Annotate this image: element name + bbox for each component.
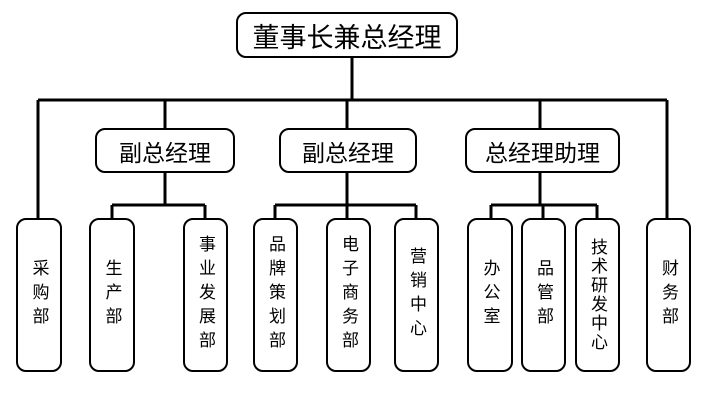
deputy-gm-box-1: 副总经理: [95, 128, 235, 173]
chairman-gm-label: 董事长兼总经理: [252, 22, 442, 54]
dept-office-label: 办公室: [479, 259, 500, 331]
dept-ecommerce-label: 电子商务部: [338, 235, 358, 355]
dept-purchasing: 采购部: [16, 218, 62, 372]
deputy-gm-label-2: 副总经理: [302, 140, 394, 167]
dept-office: 办公室: [467, 218, 513, 372]
dept-quality-control: 品管部: [521, 218, 566, 372]
dept-marketing-center-label: 营销中心: [406, 247, 426, 343]
chairman-gm-box: 董事长兼总经理: [236, 12, 458, 58]
deputy-gm-label-1: 副总经理: [119, 140, 211, 167]
gm-assistant-box: 总经理助理: [465, 128, 620, 173]
dept-purchasing-label: 采购部: [28, 259, 49, 331]
deputy-gm-box-2: 副总经理: [279, 128, 417, 173]
dept-brand-planning: 品牌策划部: [253, 218, 298, 372]
dept-finance-label: 财务部: [658, 259, 678, 331]
dept-marketing-center: 营销中心: [394, 218, 439, 372]
dept-business-development-label: 事业发展部: [195, 235, 215, 355]
dept-business-development: 事业发展部: [183, 218, 228, 372]
dept-quality-control-label: 品管部: [533, 259, 553, 331]
dept-rnd-center-label: 技术研发中心: [587, 238, 607, 352]
dept-brand-planning-label: 品牌策划部: [265, 235, 285, 355]
dept-ecommerce: 电子商务部: [326, 218, 371, 372]
dept-rnd-center: 技术研发中心: [575, 218, 620, 372]
dept-finance: 财务部: [646, 218, 691, 372]
gm-assistant-label: 总经理助理: [485, 140, 600, 167]
dept-production-label: 生产部: [101, 259, 122, 331]
dept-production: 生产部: [89, 218, 135, 372]
